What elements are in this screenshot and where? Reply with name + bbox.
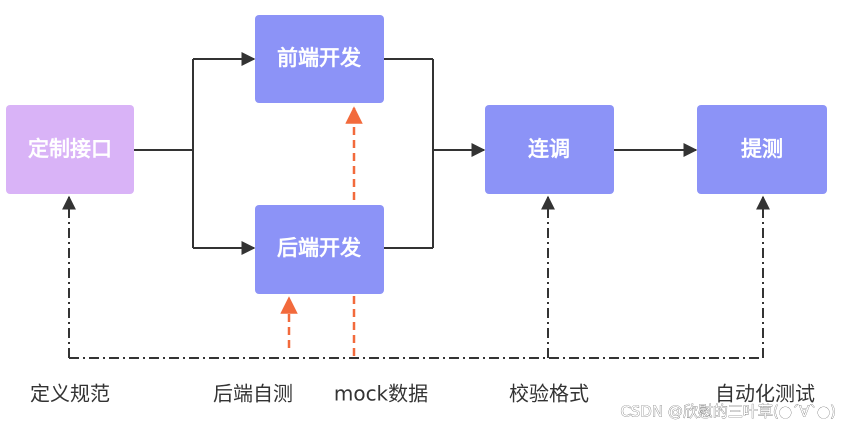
node-label-backend-dev: 后端开发 <box>277 236 362 260</box>
caption-mock-data: mock数据 <box>334 382 428 406</box>
feedback-lines <box>62 195 770 359</box>
watermark: CSDN @欣慰的三叶草(●´∀`●) <box>620 403 836 421</box>
caption-define-spec: 定义规范 <box>30 382 110 406</box>
node-frontend-dev: 前端开发 <box>255 15 384 103</box>
node-label-frontend-dev: 前端开发 <box>277 46 362 70</box>
captions: 定义规范 后端自测 mock数据 校验格式 自动化测试 <box>30 382 815 406</box>
node-integration: 连调 <box>485 105 614 194</box>
node-label-submit-test: 提测 <box>741 137 783 161</box>
node-backend-dev: 后端开发 <box>255 205 384 294</box>
caption-backend-self-test: 后端自测 <box>213 382 293 406</box>
node-label-integration: 连调 <box>528 137 570 161</box>
node-submit-test: 提测 <box>697 105 827 194</box>
node-define-interface: 定制接口 <box>6 105 134 194</box>
flow-connectors <box>134 52 698 255</box>
node-label-define-interface: 定制接口 <box>28 137 112 161</box>
caption-auto-test: 自动化测试 <box>715 382 815 406</box>
caption-validate-format: 校验格式 <box>509 382 589 406</box>
